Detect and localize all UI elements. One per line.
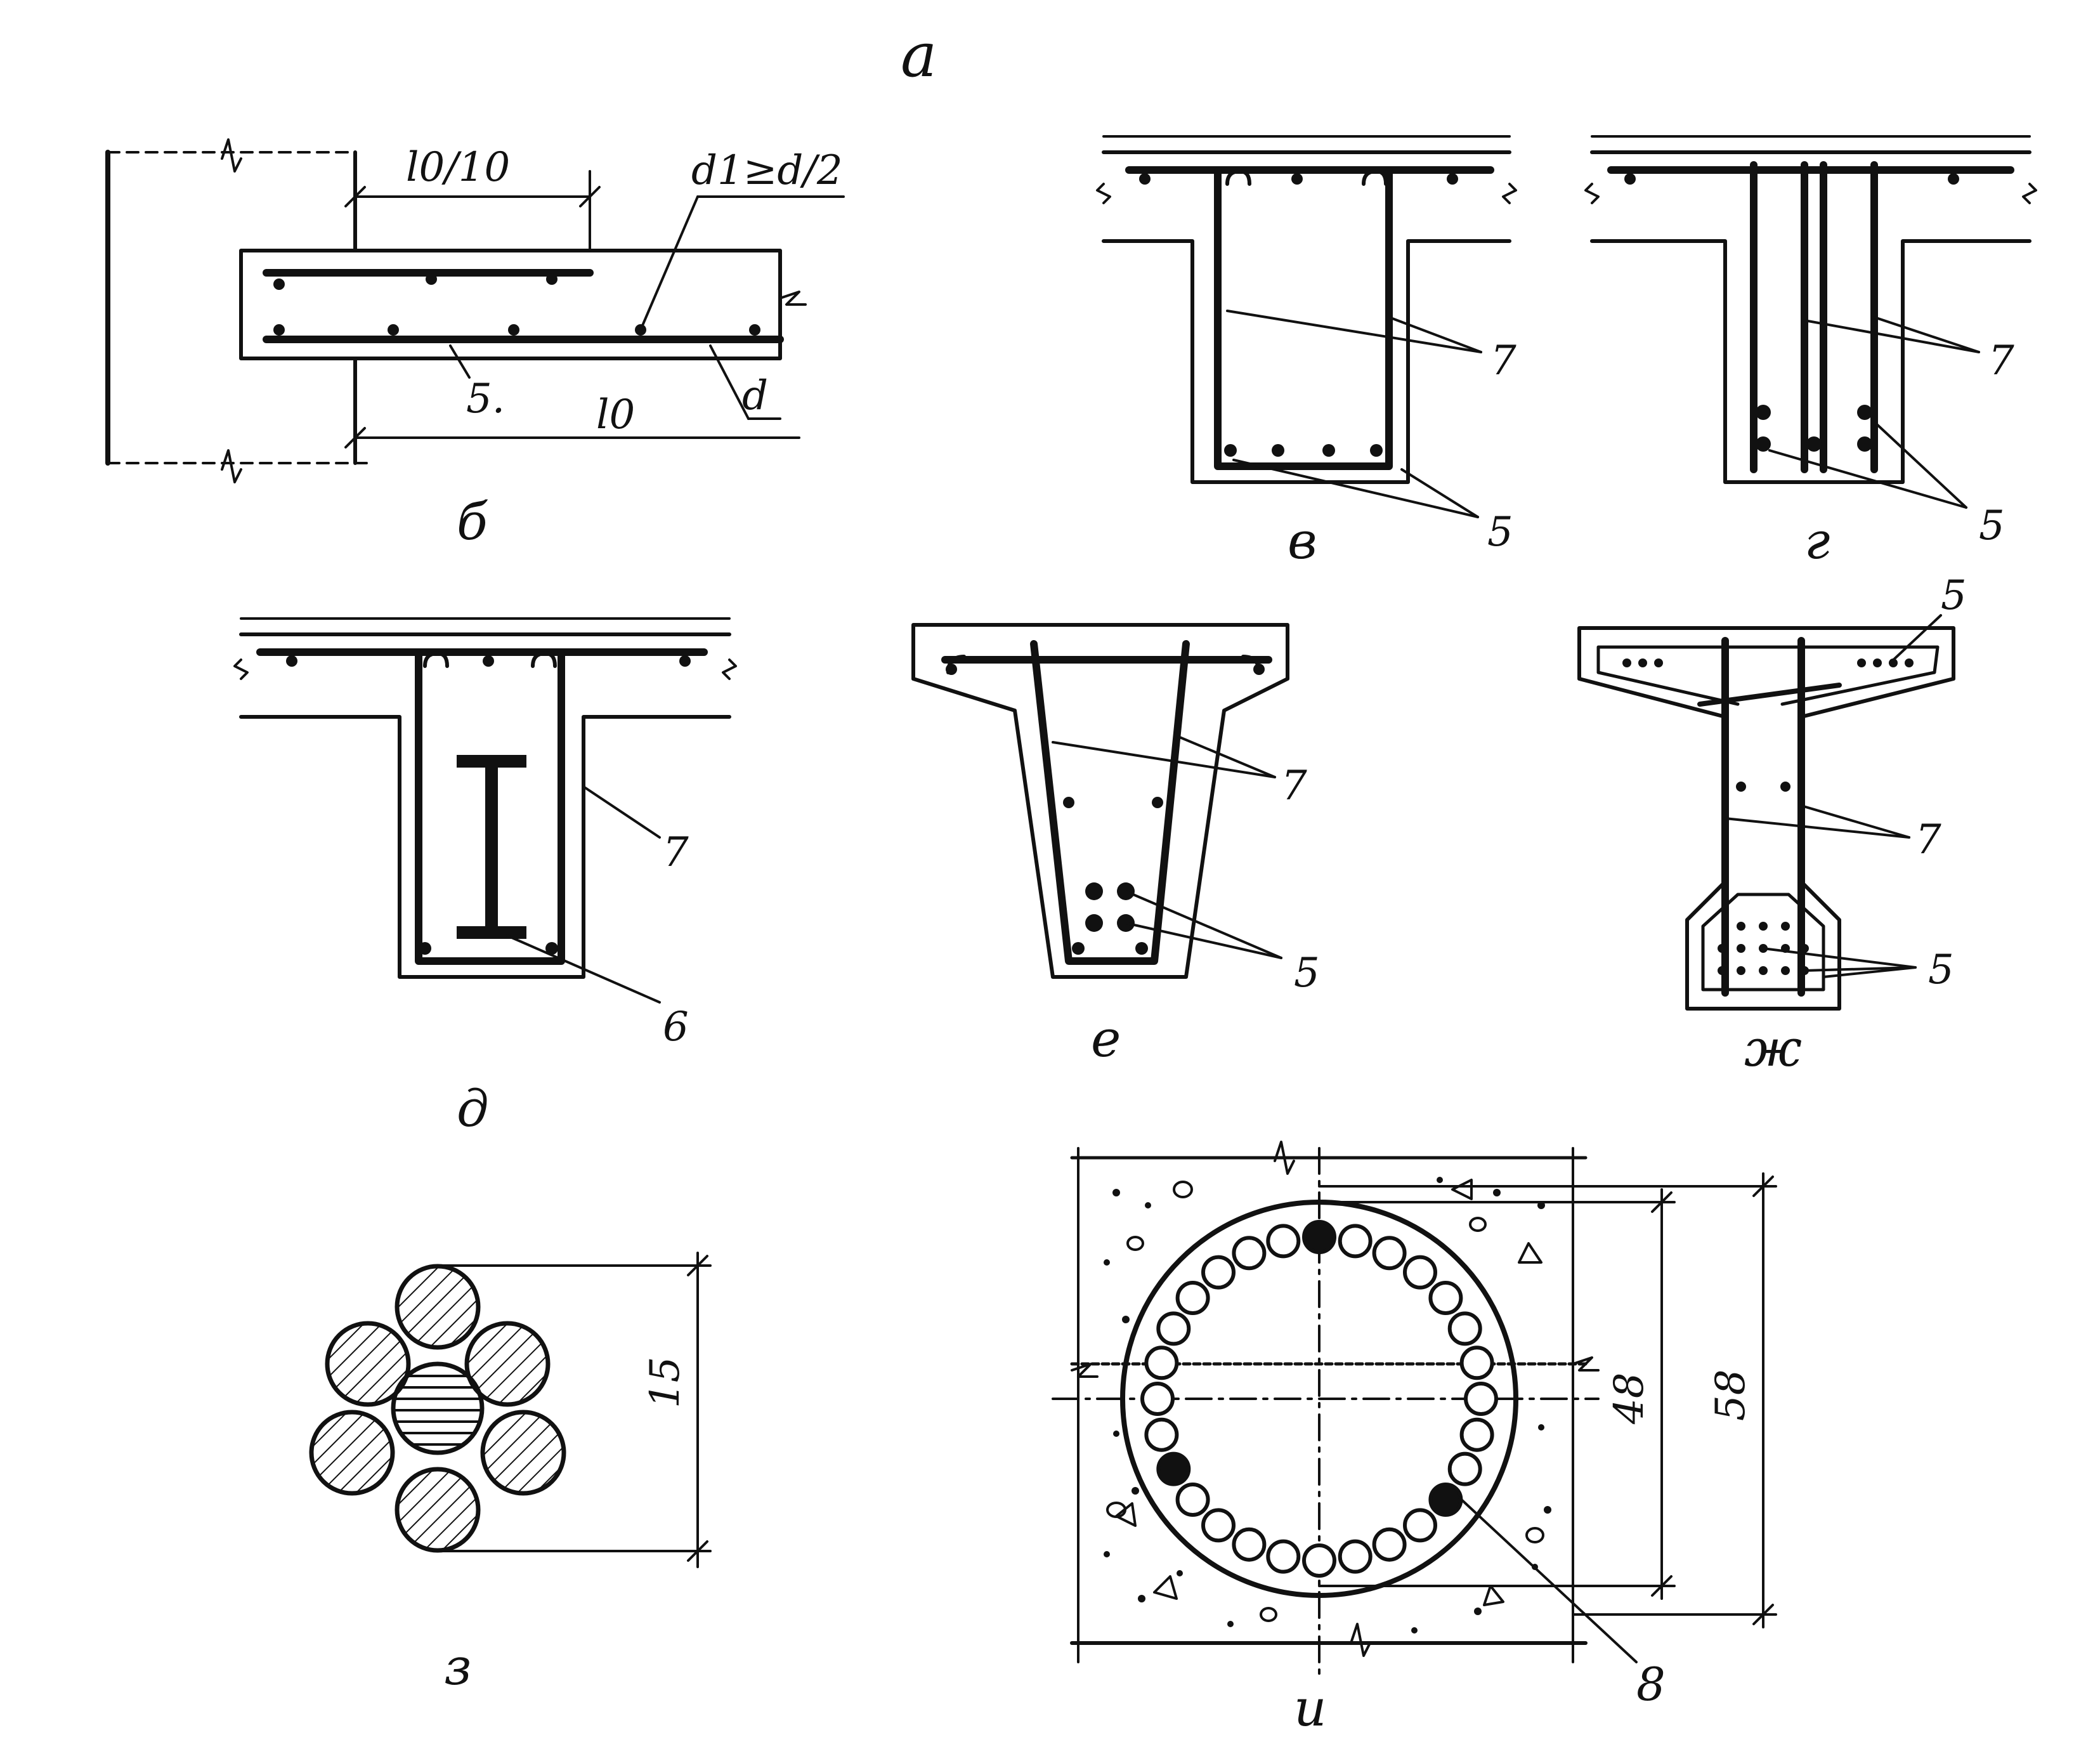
note-d1: d1≥d/2 bbox=[691, 147, 843, 194]
callout-5-panel-zh-bottom: 5 bbox=[1928, 946, 1954, 993]
panel-b: l0/10 l0 d1≥d/2 d 5. б bbox=[105, 138, 845, 551]
callout-5-panel-b: 5. bbox=[466, 376, 505, 422]
tendon-wire bbox=[1459, 1417, 1494, 1452]
callout-7-panel-v: 7 bbox=[1490, 337, 1516, 384]
panel-v: 7 5 в bbox=[1096, 135, 1517, 570]
label-zh: ж bbox=[1744, 1019, 1802, 1078]
callout-5-panel-v: 5 bbox=[1487, 509, 1513, 556]
tendon-wire bbox=[1459, 1346, 1494, 1380]
callout-7-panel-g: 7 bbox=[1988, 337, 2014, 384]
strand-wire bbox=[309, 1410, 395, 1496]
tendon-wire bbox=[1232, 1236, 1267, 1271]
panel-z: 15 з bbox=[309, 1252, 712, 1696]
tendon-wire bbox=[1403, 1255, 1437, 1290]
panel-d: 7 6 д bbox=[233, 617, 737, 1138]
tendon-wire bbox=[1447, 1311, 1482, 1346]
spacer-bar bbox=[1302, 1220, 1336, 1254]
tendon-wire bbox=[1144, 1417, 1179, 1452]
tendon-wire bbox=[1403, 1508, 1437, 1543]
tendon-wire bbox=[1447, 1451, 1482, 1486]
dim-outer: 58 bbox=[1707, 1370, 1754, 1421]
label-v: в bbox=[1288, 511, 1317, 570]
dim-l0-10: l0/10 bbox=[406, 144, 510, 191]
strand-wire bbox=[480, 1410, 566, 1496]
tendon-wire bbox=[1175, 1483, 1210, 1517]
tendon-wire bbox=[1464, 1382, 1498, 1416]
tendon-wire bbox=[1266, 1224, 1301, 1259]
callout-5-panel-zh-top: 5 bbox=[1941, 572, 1967, 619]
callout-7-panel-zh: 7 bbox=[1915, 816, 1941, 863]
tendon-wire bbox=[1372, 1236, 1407, 1271]
strand-wire bbox=[325, 1321, 411, 1407]
label-d: д bbox=[457, 1079, 489, 1138]
label-b: б bbox=[457, 492, 488, 551]
strand-wire bbox=[395, 1264, 481, 1350]
tendon-wire bbox=[1201, 1255, 1236, 1290]
callout-5-panel-e: 5 bbox=[1294, 950, 1320, 997]
tendon-wire bbox=[1266, 1539, 1301, 1574]
tendon-wire bbox=[1140, 1382, 1175, 1416]
panel-zh: 5 7 5 ж bbox=[1577, 572, 1967, 1078]
label-i: и bbox=[1294, 1679, 1327, 1738]
tendon-wire bbox=[1338, 1224, 1373, 1259]
tendon-wire bbox=[1372, 1527, 1407, 1562]
panel-i: 48 58 8 и bbox=[1052, 1141, 1777, 1738]
callout-7-panel-e: 7 bbox=[1281, 763, 1307, 809]
dim-inner: 48 bbox=[1606, 1373, 1653, 1425]
strand-wire bbox=[395, 1467, 481, 1553]
note-d: d bbox=[742, 372, 768, 419]
label-g: г bbox=[1804, 511, 1830, 570]
dim-strand: 15 bbox=[642, 1357, 689, 1408]
tendon-wire-ring bbox=[1140, 1220, 1498, 1578]
callout-8-panel-i: 8 bbox=[1636, 1658, 1666, 1711]
panel-e: 7 5 е bbox=[911, 623, 1320, 1068]
strand-core-wire bbox=[391, 1361, 485, 1455]
callout-5-panel-g: 5 bbox=[1979, 502, 2005, 549]
tendon-wire bbox=[1156, 1311, 1191, 1346]
tendon-wire bbox=[1428, 1281, 1463, 1315]
tendon-wire bbox=[1144, 1346, 1179, 1380]
dim-l0: l0 bbox=[596, 391, 635, 438]
tendon-wire bbox=[1232, 1527, 1267, 1562]
strand-wire bbox=[464, 1321, 551, 1407]
label-a: а bbox=[901, 20, 937, 91]
tendon-wire bbox=[1175, 1281, 1210, 1315]
tendon-wire bbox=[1302, 1543, 1336, 1578]
callout-6-panel-d: 6 bbox=[663, 1004, 689, 1051]
spacer-bar bbox=[1428, 1483, 1463, 1517]
callout-7-panel-d: 7 bbox=[663, 829, 689, 876]
label-z: з bbox=[444, 1637, 472, 1696]
tendon-wire bbox=[1201, 1508, 1236, 1543]
tendon-wire bbox=[1338, 1539, 1373, 1574]
label-e: е bbox=[1091, 1009, 1121, 1068]
spacer-bar bbox=[1156, 1451, 1191, 1486]
panel-g: 7 5 г bbox=[1584, 135, 2037, 570]
